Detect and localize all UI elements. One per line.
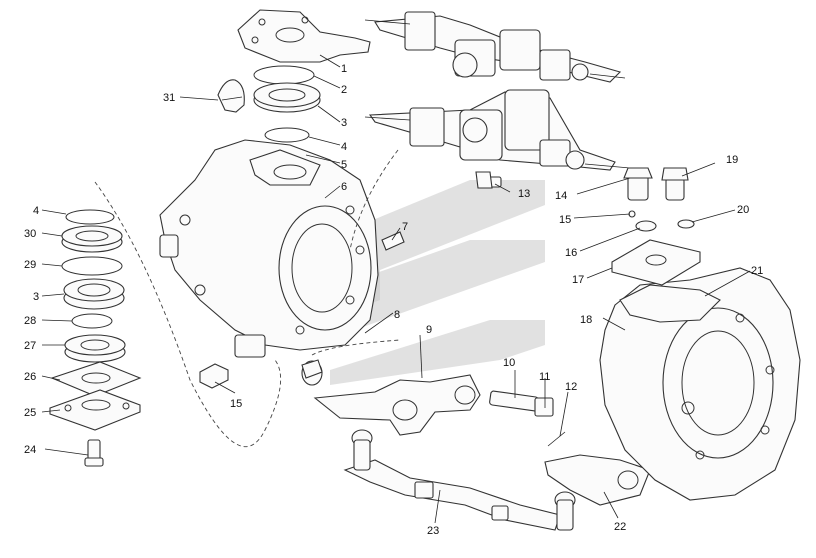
steering-arm-22	[544, 454, 651, 506]
flange-plate-17	[611, 239, 701, 286]
callout-19: 19	[726, 154, 738, 166]
callout-28: 28	[24, 315, 36, 327]
bolt-19	[661, 167, 689, 201]
axle-assembly-top	[364, 11, 626, 83]
callout-3-left: 3	[33, 291, 39, 303]
part-31	[217, 79, 245, 113]
callout-4-left: 4	[33, 205, 39, 217]
callout-9: 9	[426, 324, 432, 336]
callout-4: 4	[341, 141, 347, 153]
bolt-10	[489, 390, 554, 417]
callout-2: 2	[341, 84, 347, 96]
callout-15-left: 15	[230, 398, 242, 410]
callout-27: 27	[24, 340, 36, 352]
callout-20: 20	[737, 204, 749, 216]
bushing-8	[301, 359, 323, 386]
callout-11: 11	[539, 371, 550, 383]
callout-7: 7	[402, 221, 408, 233]
washer-16	[635, 220, 657, 232]
callout-3: 3	[341, 117, 347, 129]
callout-15-right: 15	[559, 214, 571, 226]
callout-5: 5	[341, 159, 347, 171]
callout-21: 21	[751, 265, 763, 277]
axle-housing-18	[599, 267, 801, 501]
axle-assembly-middle	[364, 89, 631, 171]
callout-31: 31	[163, 92, 175, 104]
callout-6: 6	[341, 181, 347, 193]
cover-25	[49, 389, 141, 431]
leader-lines	[41, 54, 751, 524]
steering-arm-9	[313, 374, 481, 436]
callout-26: 26	[24, 371, 36, 383]
bolt-13	[475, 171, 502, 189]
callout-12: 12	[565, 381, 577, 393]
seal-30	[61, 225, 123, 253]
cover-plate-1	[237, 9, 371, 63]
guide-dashed-mid	[349, 149, 399, 251]
callout-25: 25	[24, 407, 36, 419]
washer-20	[677, 219, 695, 229]
callout-13: 13	[518, 188, 530, 200]
bearing-3-left	[63, 278, 125, 310]
callout-16: 16	[565, 247, 577, 259]
callout-10: 10	[503, 357, 515, 369]
ring-4-left	[65, 209, 115, 225]
seal-27	[64, 334, 126, 363]
callout-14: 14	[555, 190, 567, 202]
cotter-pin-12	[547, 431, 566, 447]
callout-17: 17	[572, 274, 584, 286]
callout-22: 22	[614, 521, 626, 533]
seal-ring-2	[253, 65, 315, 85]
callout-18: 18	[580, 314, 592, 326]
ring-28	[71, 313, 113, 329]
ring-4-top	[264, 127, 310, 143]
tie-rod-23	[343, 429, 576, 531]
gasket-26	[50, 361, 142, 397]
callout-labels: 1 2 3 4 5 6 7 8 9 10 11 12 13 14 15 15 1…	[24, 63, 763, 537]
callout-24: 24	[24, 444, 36, 456]
bolt-24	[84, 439, 104, 467]
bolt-14	[623, 167, 653, 201]
guide-dashed-left	[94, 181, 282, 448]
callout-29: 29	[24, 259, 36, 271]
callout-30: 30	[24, 228, 36, 240]
ring-29	[61, 256, 123, 276]
nut-15-left	[199, 363, 229, 389]
pin-7	[381, 231, 405, 251]
callout-8: 8	[394, 309, 400, 321]
callout-1: 1	[341, 63, 347, 75]
steering-knuckle-housing-6	[159, 139, 379, 358]
bearing-3-top	[253, 82, 321, 113]
callout-23: 23	[427, 525, 439, 537]
